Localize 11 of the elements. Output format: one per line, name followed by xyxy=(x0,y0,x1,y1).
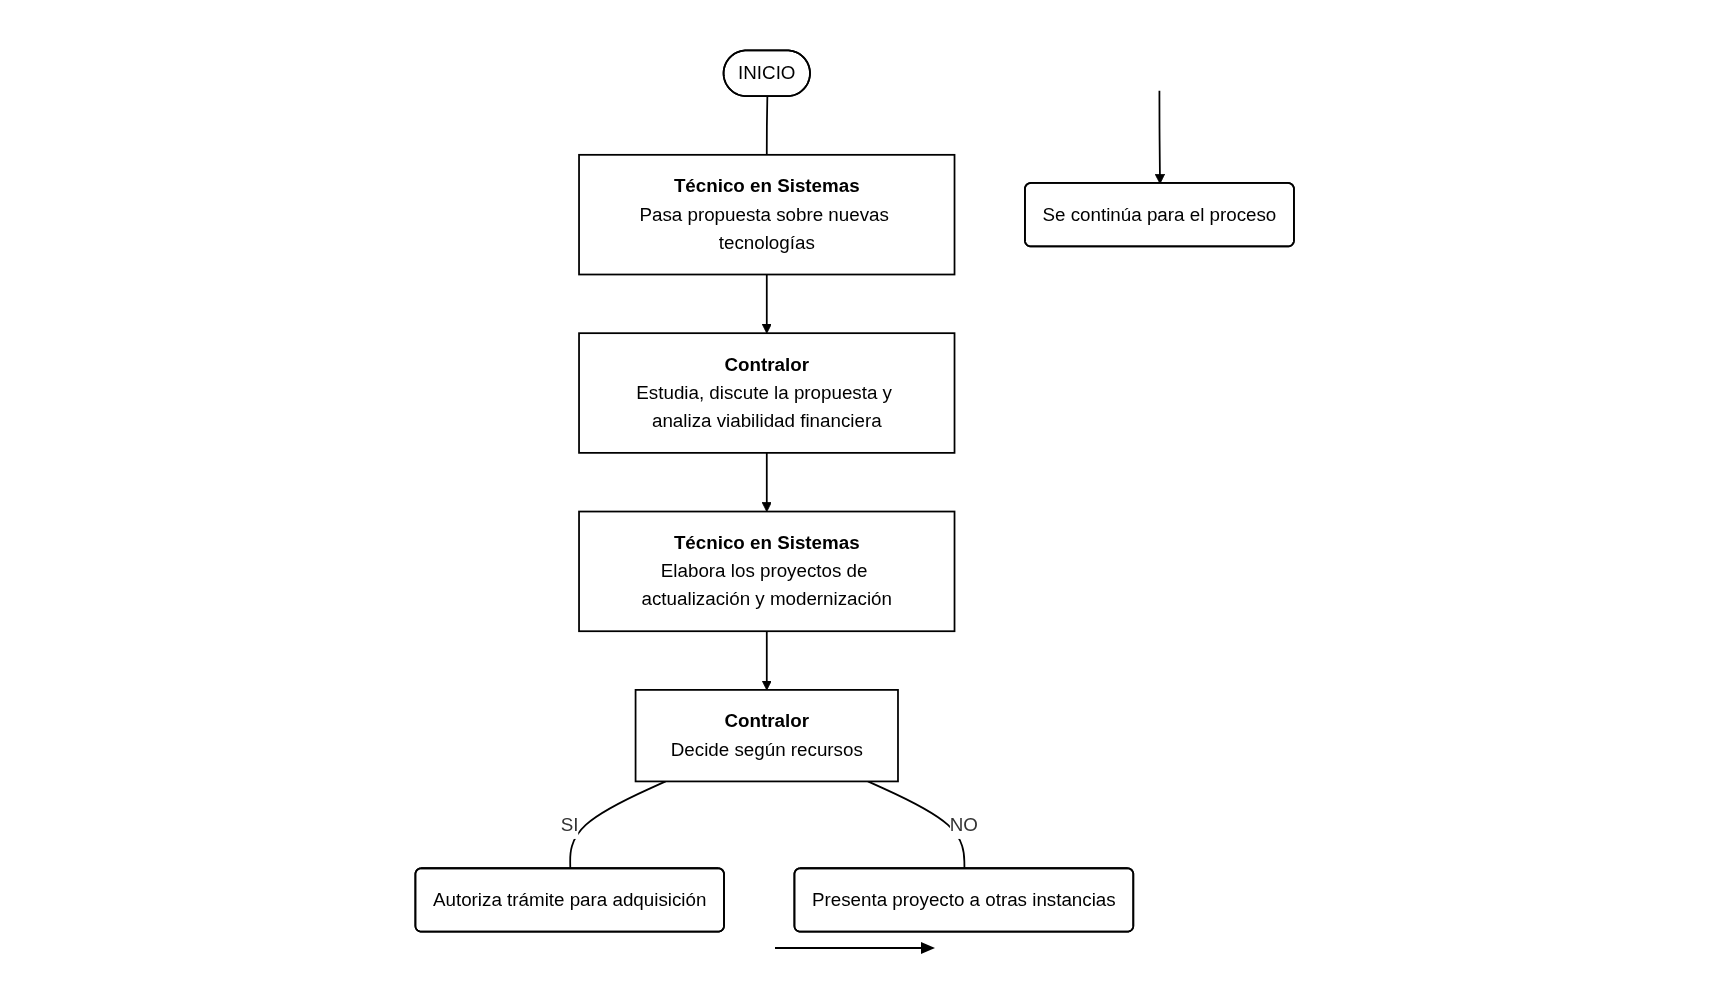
node-box: Contralor Decide según recursos xyxy=(634,688,899,782)
arrow xyxy=(761,629,772,690)
arrow xyxy=(761,451,772,512)
connector xyxy=(765,95,769,156)
node-box: Técnico en Sistemas Pasa propuesta sobre nuevas tecnologías xyxy=(578,153,956,275)
edge-label: NO xyxy=(949,813,978,834)
arrow xyxy=(761,273,772,334)
edge-label: SI xyxy=(560,813,579,834)
node-box: Técnico en Sistemas Elabora los proyectos de actualización y modernización xyxy=(578,510,956,632)
arrow xyxy=(1154,89,1165,184)
node-box: Contralor Estudia, discute la propuesta y analiza viabilidad financiera xyxy=(578,331,956,454)
